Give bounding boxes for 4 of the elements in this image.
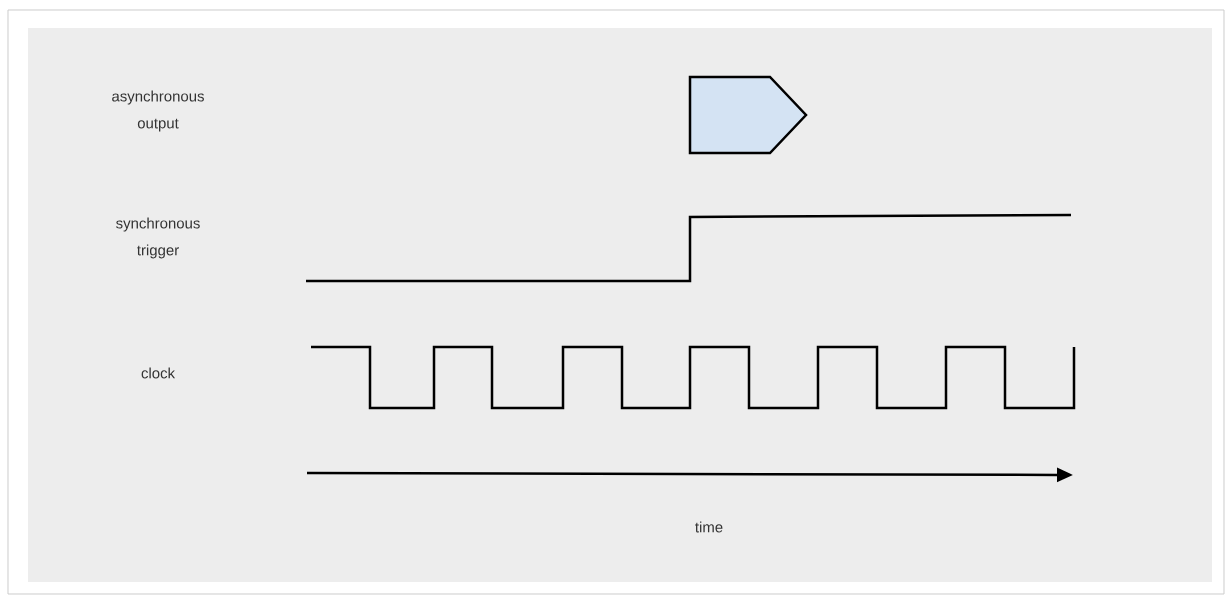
signal-label: synchronous trigger (116, 217, 200, 259)
signal-label: clock (141, 367, 176, 379)
axis-label: time (695, 521, 723, 533)
signal-label: asynchronous output (112, 90, 204, 132)
